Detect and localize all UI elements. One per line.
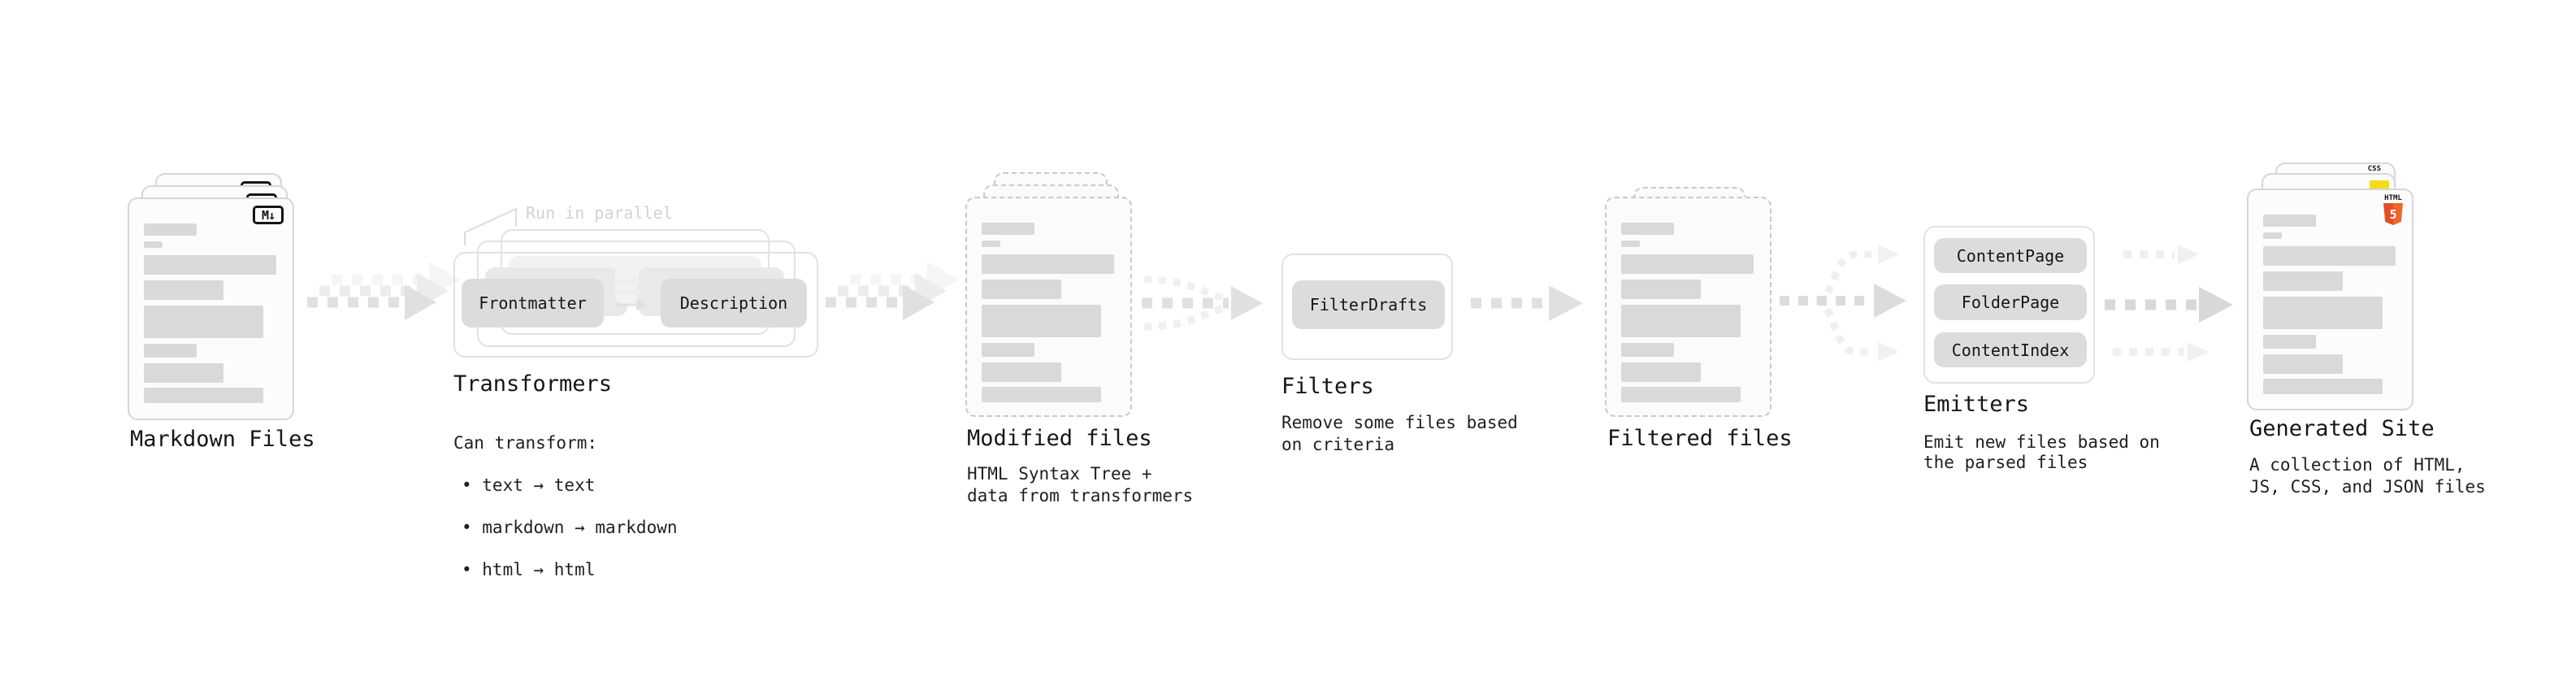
text-line-placeholder [2263, 215, 2316, 227]
text-line-placeholder [1621, 305, 1741, 337]
text-line-placeholder [1621, 280, 1701, 299]
text-line-placeholder [144, 241, 163, 248]
text-line-placeholder [982, 362, 1061, 382]
modified-files-description: HTML Syntax Tree + data from transformer… [967, 464, 1194, 505]
description-node: Description [661, 279, 807, 327]
text-line-placeholder [2263, 379, 2383, 394]
text-line-placeholder [982, 343, 1034, 357]
text-line-placeholder [144, 363, 223, 383]
filterdrafts-node: FilterDrafts [1292, 280, 1445, 329]
text-line-placeholder [982, 387, 1101, 402]
emitters-frame [1923, 226, 2095, 384]
transformer-frame-front [453, 252, 818, 358]
text-line-placeholder [2263, 232, 2282, 239]
html5-icon-shield: 5 [2383, 203, 2403, 225]
text-line-placeholder [982, 280, 1061, 299]
transformers-description: Can transform: • text → text • markdown … [453, 411, 678, 601]
html5-icon-label: HTML [2384, 194, 2402, 202]
text-line-placeholder [1621, 387, 1741, 402]
html5-icon-digit: 5 [2389, 206, 2397, 222]
stage-label-markdown-files: Markdown Files [130, 427, 315, 452]
modified-file-card-front [965, 197, 1132, 417]
frontmatter-node: Frontmatter [462, 279, 604, 327]
contentpage-node: ContentPage [1934, 238, 2087, 273]
transform-bullet: • html → html [462, 560, 596, 579]
text-line-placeholder [144, 388, 263, 403]
markdown-icon: M↓ [253, 206, 284, 224]
text-line-placeholder [2263, 297, 2383, 329]
run-in-parallel-annotation: Run in parallel [526, 203, 673, 223]
arrow-emitters-to-generated [2105, 245, 2233, 362]
transformers-subtitle: Can transform: [453, 433, 598, 453]
stage-label-transformers: Transformers [453, 371, 613, 397]
annotation-leader-line [464, 207, 517, 245]
text-line-placeholder [982, 223, 1034, 235]
text-line-placeholder [982, 254, 1114, 274]
text-line-placeholder [144, 223, 197, 236]
arrow-filters-to-filtered [1471, 285, 1583, 321]
text-line-placeholder [1621, 241, 1640, 247]
text-line-placeholder [144, 306, 263, 338]
arrow-transformers-to-modified [826, 262, 959, 320]
text-line-placeholder [144, 280, 223, 300]
filters-description: Remove some files based on criteria [1281, 413, 1518, 454]
folderpage-node: FolderPage [1934, 284, 2087, 320]
arrow-modified-to-filters [1142, 275, 1263, 331]
text-line-placeholder [2263, 335, 2316, 349]
emitters-description: Emit new files based on the parsed files [1923, 432, 2160, 472]
html5-icon: HTML 5 [2383, 194, 2404, 225]
text-line-placeholder [1621, 223, 1674, 235]
text-line-placeholder [982, 305, 1101, 337]
stage-label-emitters: Emitters [1923, 392, 2030, 417]
text-line-placeholder [144, 255, 276, 275]
css-icon-label: CSS [2367, 165, 2381, 173]
text-line-placeholder [144, 344, 197, 358]
stage-label-modified-files: Modified files [967, 426, 1152, 451]
stage-label-generated-site: Generated Site [2249, 416, 2435, 441]
arrow-markdown-to-transformers [307, 262, 461, 320]
text-line-placeholder [1621, 343, 1674, 357]
generated-site-description: A collection of HTML, JS, CSS, and JSON … [2249, 455, 2486, 497]
markdown-file-card-front: M↓ [128, 197, 294, 420]
generated-file-card-html: HTML 5 [2247, 189, 2413, 410]
stage-label-filtered-files: Filtered files [1607, 426, 1793, 451]
filtered-file-card-front [1605, 197, 1772, 417]
text-line-placeholder [982, 241, 1000, 247]
transform-bullet: • text → text [462, 475, 596, 495]
parallel-mini-arrows [615, 276, 648, 310]
stage-label-filters: Filters [1281, 374, 1374, 399]
text-line-placeholder [1621, 254, 1754, 274]
transform-bullet: • markdown → markdown [462, 518, 678, 537]
text-line-placeholder [2263, 354, 2343, 374]
arrow-filtered-to-emitters [1780, 245, 1906, 362]
filters-frame [1281, 254, 1453, 360]
text-line-placeholder [1621, 362, 1701, 382]
text-line-placeholder [2263, 246, 2396, 266]
contentindex-node: ContentIndex [1934, 332, 2087, 367]
text-line-placeholder [2263, 271, 2343, 291]
